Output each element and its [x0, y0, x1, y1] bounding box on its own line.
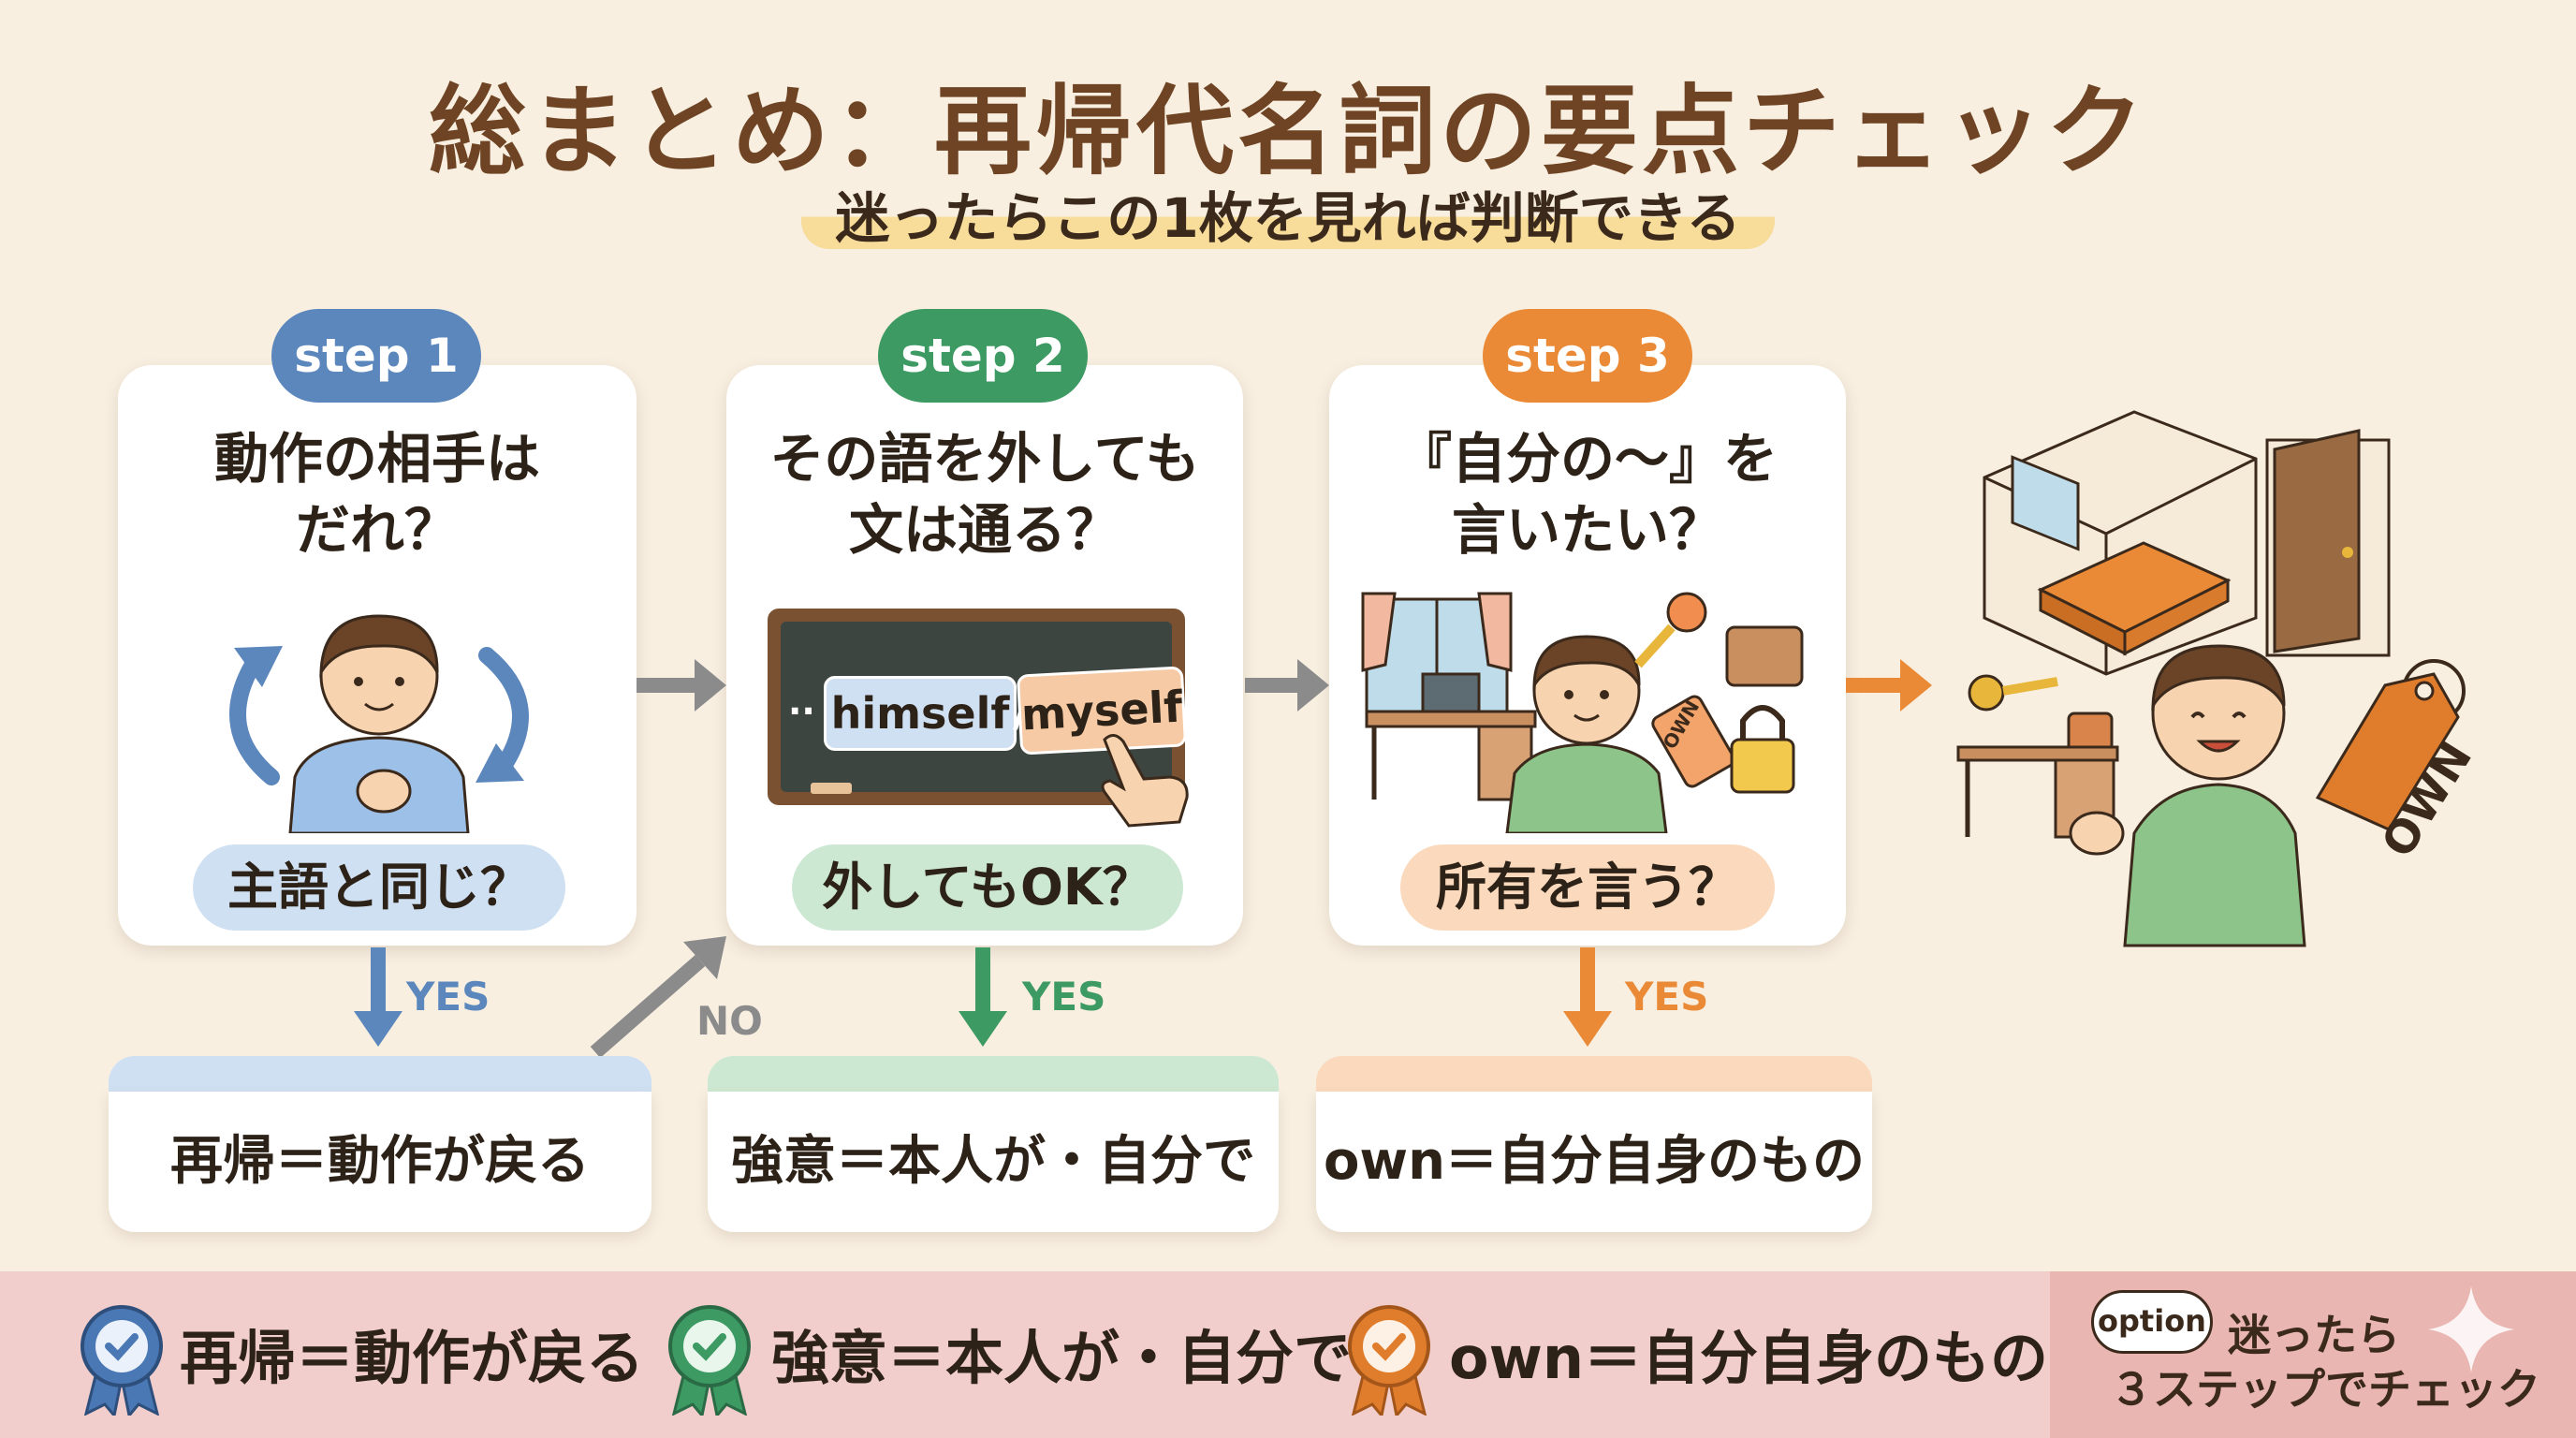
result3-box: own＝自分自身のもの [1316, 1092, 1872, 1232]
step2-yes-label: YES [1022, 974, 1106, 1020]
reflexive-person-illustration [229, 614, 529, 833]
step3-check-pill: 所有を言う？ [1400, 844, 1775, 931]
footer-note-line2: ３ステップでチェック [2110, 1364, 2540, 1415]
page-title: 総まとめ：再帰代名詞の要点チェック [428, 74, 2147, 188]
step3-yes-label: YES [1625, 974, 1709, 1020]
subtitle-wrap: 迷ったらこの1枚を見れば判断できる [0, 187, 2576, 249]
step1-check-pill: 主語と同じ？ [193, 844, 565, 931]
option-speech-bubble: option [2091, 1290, 2213, 1354]
no-arrow [590, 954, 706, 1059]
board-prefix: .. [788, 682, 815, 723]
blue-ribbon-badge-icon [80, 1305, 163, 1416]
chalk-icon [811, 783, 852, 794]
footer-summary-emphatic: 強意＝本人が・自分で [771, 1324, 1353, 1392]
belongings-illustration [1361, 592, 1804, 833]
result2-box: 強意＝本人が・自分で [708, 1092, 1279, 1232]
sparkle-icon [2428, 1286, 2514, 1372]
footer-note-line1: 迷ったら [2228, 1310, 2400, 1360]
own-room-illustration [1956, 410, 2466, 947]
step3-badge: step 3 [1483, 309, 1692, 403]
footer-summary-reflexive: 再帰＝動作が戻る [180, 1324, 645, 1392]
word-himself: himself [824, 676, 1017, 751]
footer-summary-own: own＝自分自身のもの [1449, 1324, 2049, 1392]
step1-question-line2: だれ？ [295, 498, 459, 562]
pointing-hand-icon [1101, 734, 1189, 828]
step1-question-line1: 動作の相手は [213, 427, 540, 491]
step2-question-line2: 文は通る？ [848, 498, 1120, 562]
step3-question-line2: 言いたい？ [1451, 498, 1723, 562]
result3-band [1316, 1056, 1872, 1092]
step2-check-pill: 外してもOK？ [792, 844, 1183, 931]
step1-badge: step 1 [271, 309, 481, 403]
green-ribbon-badge-icon [668, 1305, 751, 1416]
step1-yes-label: YES [406, 974, 490, 1020]
result1-box: 再帰＝動作が戻る [109, 1092, 651, 1232]
result1-band [109, 1056, 651, 1092]
step2-question-line1: その語を外しても [769, 427, 1200, 491]
result2-band [708, 1056, 1279, 1092]
step2-badge: step 2 [878, 309, 1088, 403]
subtitle: 迷ったらこの1枚を見れば判断できる [801, 187, 1775, 249]
step3-question-line1: 『自分の～』を [1397, 427, 1778, 491]
orange-ribbon-badge-icon [1348, 1305, 1430, 1416]
no-label: NO [696, 998, 763, 1044]
